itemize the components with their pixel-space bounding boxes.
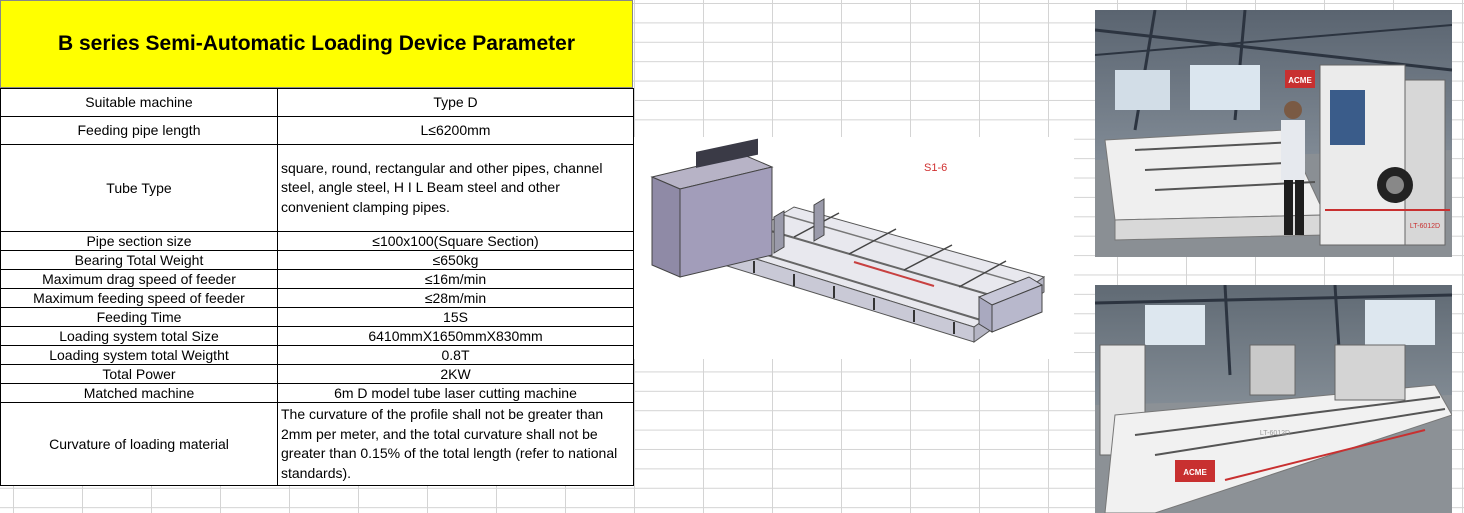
param-name: Loading system total Size (0, 326, 278, 346)
param-value: 2KW (277, 364, 634, 384)
loading-device-drawing-svg: S1-6 (650, 138, 1046, 343)
param-name: Suitable machine (0, 88, 278, 117)
param-name: Total Power (0, 364, 278, 384)
table-row: Suitable machine Type D (0, 88, 634, 117)
param-name: Bearing Total Weight (0, 250, 278, 270)
table-row: Pipe section size ≤100x100(Square Sectio… (0, 231, 634, 251)
param-name: Maximum feeding speed of feeder (0, 288, 278, 308)
param-name: Curvature of loading material (0, 402, 278, 486)
param-value: 6m D model tube laser cutting machine (277, 383, 634, 403)
loading-device-drawing: S1-6 (634, 137, 1074, 359)
param-name: Maximum drag speed of feeder (0, 269, 278, 289)
model-label-top: LT-6012D (1410, 223, 1440, 230)
param-value: The curvature of the profile shall not b… (277, 402, 634, 486)
brand-label-bottom: ACME (1183, 468, 1207, 477)
table-row: Maximum drag speed of feeder ≤16m/min (0, 269, 634, 289)
param-value: 0.8T (277, 345, 634, 365)
param-value: 15S (277, 307, 634, 327)
model-label-bottom: LT-6012D (1260, 430, 1290, 437)
param-value: square, round, rectangular and other pip… (277, 144, 634, 232)
table-row: Loading system total Size 6410mmX1650mmX… (0, 326, 634, 346)
table-row: Matched machine 6m D model tube laser cu… (0, 383, 634, 403)
brand-label-top: ACME (1288, 76, 1312, 85)
param-name: Matched machine (0, 383, 278, 403)
param-name: Loading system total Weigtht (0, 345, 278, 365)
sheet-title: B series Semi-Automatic Loading Device P… (0, 0, 633, 88)
param-value: 6410mmX1650mmX830mm (277, 326, 634, 346)
table-row: Feeding pipe length L≤6200mm (0, 116, 634, 145)
param-name: Pipe section size (0, 231, 278, 251)
parameter-table: Suitable machine Type D Feeding pipe len… (0, 88, 634, 486)
drawing-label: S1-6 (924, 162, 947, 174)
factory-photo-bottom-svg: ACME LT-6012D (1095, 285, 1452, 513)
factory-photo-top: ACME LT-6012D (1095, 10, 1452, 257)
factory-photo-bottom: ACME LT-6012D (1095, 285, 1452, 513)
param-value: ≤650kg (277, 250, 634, 270)
table-row: Tube Type square, round, rectangular and… (0, 144, 634, 232)
param-value: ≤16m/min (277, 269, 634, 289)
table-row: Total Power 2KW (0, 364, 634, 384)
param-value: ≤28m/min (277, 288, 634, 308)
param-value: ≤100x100(Square Section) (277, 231, 634, 251)
factory-photo-top-svg: ACME LT-6012D (1095, 10, 1452, 257)
table-row: Maximum feeding speed of feeder ≤28m/min (0, 288, 634, 308)
table-row: Feeding Time 15S (0, 307, 634, 327)
table-row: Loading system total Weigtht 0.8T (0, 345, 634, 365)
table-row: Bearing Total Weight ≤650kg (0, 250, 634, 270)
param-name: Feeding pipe length (0, 116, 278, 145)
param-value: L≤6200mm (277, 116, 634, 145)
table-row: Curvature of loading material The curvat… (0, 402, 634, 486)
param-name: Tube Type (0, 144, 278, 232)
param-name: Feeding Time (0, 307, 278, 327)
param-value: Type D (277, 88, 634, 117)
